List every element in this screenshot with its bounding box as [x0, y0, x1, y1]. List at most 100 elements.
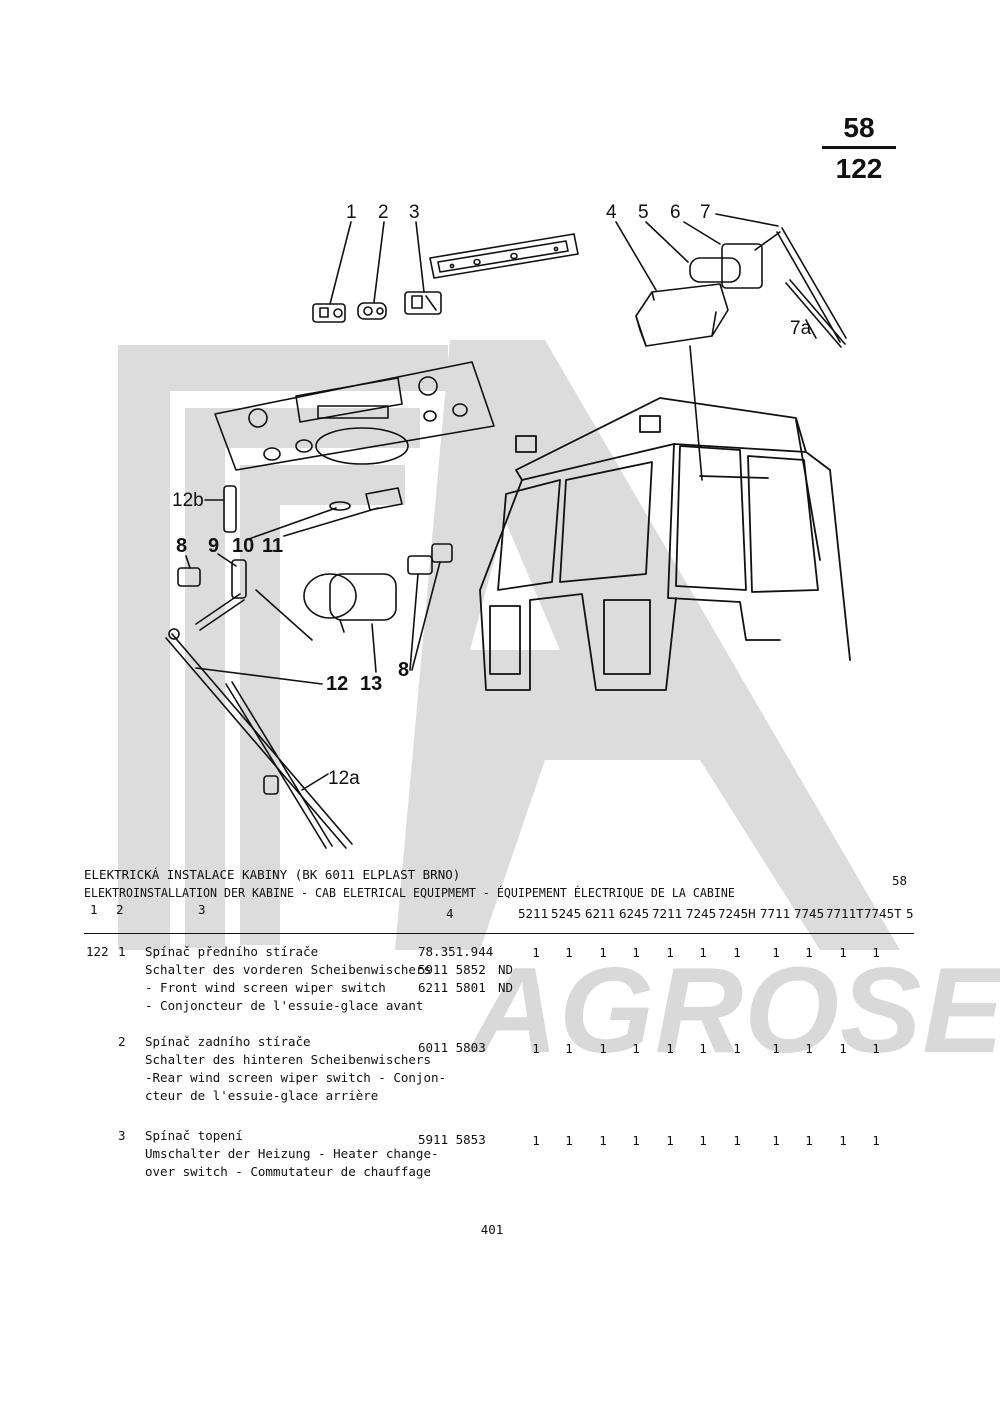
quantity-cell: 1 — [532, 1041, 540, 1056]
item-description-line: - Front wind screen wiper switch — [145, 980, 386, 995]
quantity-cell: 1 — [733, 945, 741, 960]
model-header: 7245H — [718, 906, 756, 921]
model-header: 6245 — [619, 906, 650, 921]
quantity-cell: 1 — [666, 1133, 674, 1148]
quantity-cell: 1 — [565, 1041, 573, 1056]
callout-12: 12 — [326, 673, 348, 695]
quantity-cell: 1 — [772, 945, 780, 960]
rear-wiper-motor-drawing — [689, 231, 781, 289]
item-description-line: Spínač topení — [145, 1128, 243, 1143]
quantity-cell: 1 — [666, 1041, 674, 1056]
item-description-line: Umschalter der Heizung - Heater change- — [145, 1146, 439, 1161]
model-header: 7745 — [794, 906, 825, 921]
quantity-cell: 1 — [599, 1133, 607, 1148]
quantity-cell: 1 — [733, 1041, 741, 1056]
part-number: 6011 5803 — [418, 1040, 486, 1055]
item-description-line: - Conjoncteur de l'essuie-glace avant — [145, 998, 424, 1013]
callout-12b: 12b — [172, 490, 204, 511]
dashboard-console-drawing — [214, 361, 495, 471]
callout-13: 13 — [360, 673, 382, 695]
switch-3-drawing — [404, 291, 442, 315]
title-multilingual: ELEKTROINSTALLATION DER KABINE - CAB ELE… — [84, 885, 735, 900]
model-header: 7245 — [686, 906, 717, 921]
quantity-cell: 1 — [772, 1133, 780, 1148]
quantity-cell: 1 — [805, 1133, 813, 1148]
callout-10: 10 — [232, 535, 254, 557]
quantity-cell: 1 — [632, 1133, 640, 1148]
cab-lamp-drawing — [635, 283, 729, 347]
part-number: 5911 5852 — [418, 962, 486, 977]
quantity-cell: 1 — [699, 1041, 707, 1056]
item-description-line: Schalter des vorderen Scheibenwischers — [145, 962, 431, 977]
callout-3: 3 — [409, 202, 420, 223]
callout-8-right: 8 — [398, 659, 409, 681]
sheet-number: 58 — [843, 112, 875, 143]
rear-wiper-arm-drawing — [776, 227, 847, 348]
quantity-cell: 1 — [839, 945, 847, 960]
group-number: 122 — [86, 944, 109, 959]
item-description-line: Schalter des hinteren Scheibenwischers — [145, 1052, 431, 1067]
quantity-cell: 1 — [532, 945, 540, 960]
model-header: 7745T — [864, 906, 902, 921]
column-number-1: 1 — [90, 902, 98, 917]
quantity-cell: 1 — [872, 1133, 880, 1148]
part-number: 78.351.944 — [418, 944, 494, 959]
part-number: 6211 5801 — [418, 980, 486, 995]
item-description-line: -Rear wind screen wiper switch - Conjon- — [145, 1070, 447, 1085]
quantity-cell: 1 — [599, 945, 607, 960]
item-description-line: cteur de l'essuie-glace arrière — [145, 1088, 379, 1103]
quantity-cell: 1 — [733, 1133, 741, 1148]
quantity-cell: 1 — [839, 1041, 847, 1056]
item-description-line: Spínač zadního stírače — [145, 1034, 311, 1049]
sheet-reference: 58 122 — [822, 112, 896, 185]
page-number: 401 — [480, 1222, 504, 1237]
front-wiper-arm-drawing — [165, 628, 353, 849]
model-header: 6211 — [585, 906, 616, 921]
exploded-drawing: 1 2 3 4 5 6 7 7a 12b 8 9 10 11 8 12 13 1… — [165, 202, 851, 849]
item-description-line: over switch - Commutateur de chauffage — [145, 1164, 431, 1179]
model-header: 5245 — [551, 906, 582, 921]
callout-7: 7 — [700, 202, 711, 223]
switch-panel-strip — [429, 233, 579, 279]
callout-8-left: 8 — [176, 535, 187, 557]
header-rule — [84, 933, 914, 934]
quantity-cell: 1 — [599, 1041, 607, 1056]
callout-12a: 12a — [328, 768, 360, 789]
connector-10-drawing — [329, 487, 403, 511]
sheet-rule — [822, 146, 896, 149]
model-header: 7711T — [826, 906, 864, 921]
header-sheet-number: 58 — [892, 873, 908, 888]
quantity-cell: 1 — [839, 1133, 847, 1148]
front-wiper-linkage-drawing — [195, 559, 313, 641]
column-number-5: 5 — [906, 906, 914, 921]
callout-7a: 7a — [790, 318, 812, 339]
callout-1: 1 — [346, 202, 357, 223]
part-number: 5911 5853 — [418, 1132, 486, 1147]
item-position: 1 — [118, 944, 126, 959]
quantity-cell: 1 — [805, 945, 813, 960]
watermark-brand: AGROSERVIS — [467, 942, 1000, 1078]
callout-9: 9 — [208, 535, 219, 557]
callout-2: 2 — [378, 202, 389, 223]
sheet-group-ref: 122 — [835, 153, 883, 184]
quantity-cell: 1 — [872, 1041, 880, 1056]
title-czech: ELEKTRICKÁ INSTALACE KABINY (BK 6011 ELP… — [84, 867, 461, 882]
column-number-2: 2 — [116, 902, 124, 917]
item-description-line: Spínač předního stírače — [145, 944, 319, 959]
quantity-cell: 1 — [565, 1133, 573, 1148]
quantity-cell: 1 — [699, 1133, 707, 1148]
part-note: ND — [498, 980, 514, 995]
callout-4: 4 — [606, 202, 617, 223]
bracket-12b-drawing — [204, 485, 237, 533]
callout-5: 5 — [638, 202, 649, 223]
callout-6: 6 — [670, 202, 681, 223]
quantity-cell: 1 — [772, 1041, 780, 1056]
quantity-cell: 1 — [666, 945, 674, 960]
column-number-3: 3 — [198, 902, 206, 917]
column-number-4: 4 — [446, 906, 454, 921]
part-note: ND — [498, 962, 514, 977]
switch-1-drawing — [312, 303, 346, 323]
switch-8-drawing — [177, 543, 453, 587]
quantity-cell: 1 — [872, 945, 880, 960]
item-position: 2 — [118, 1034, 126, 1049]
